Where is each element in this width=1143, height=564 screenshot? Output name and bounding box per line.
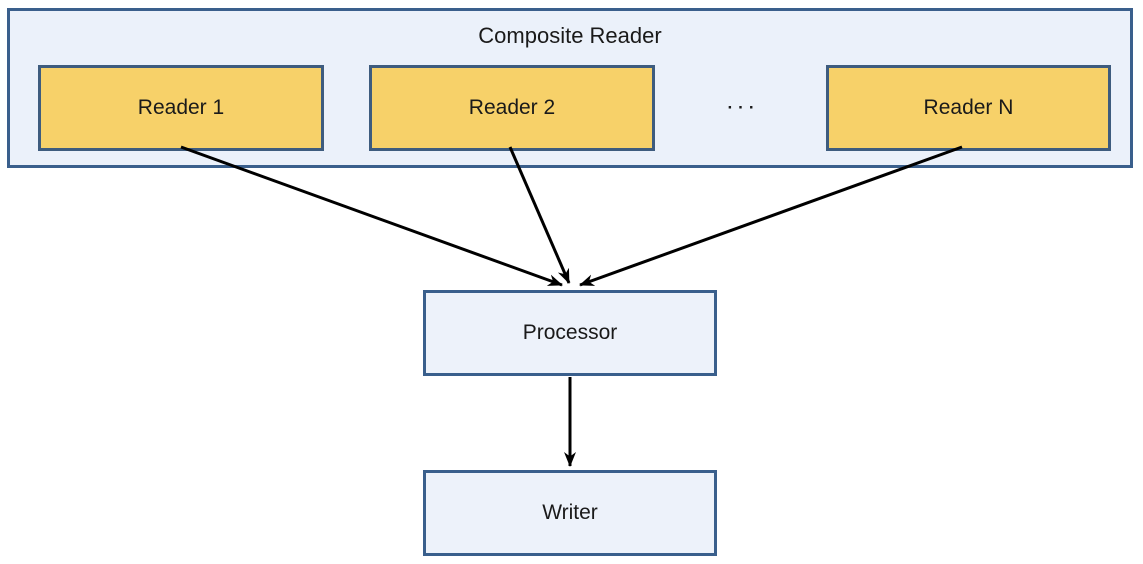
composite-reader-group: Composite Reader Reader 1 Reader 2 ··· R…: [7, 8, 1133, 168]
composite-reader-title: Composite Reader: [478, 23, 662, 48]
reader-n-node: Reader N: [826, 65, 1111, 151]
writer-node: Writer: [423, 470, 717, 556]
reader-1-node: Reader 1: [38, 65, 324, 151]
processor-node: Processor: [423, 290, 717, 376]
reader-2-node: Reader 2: [369, 65, 655, 151]
ellipsis-label: ···: [727, 98, 760, 117]
